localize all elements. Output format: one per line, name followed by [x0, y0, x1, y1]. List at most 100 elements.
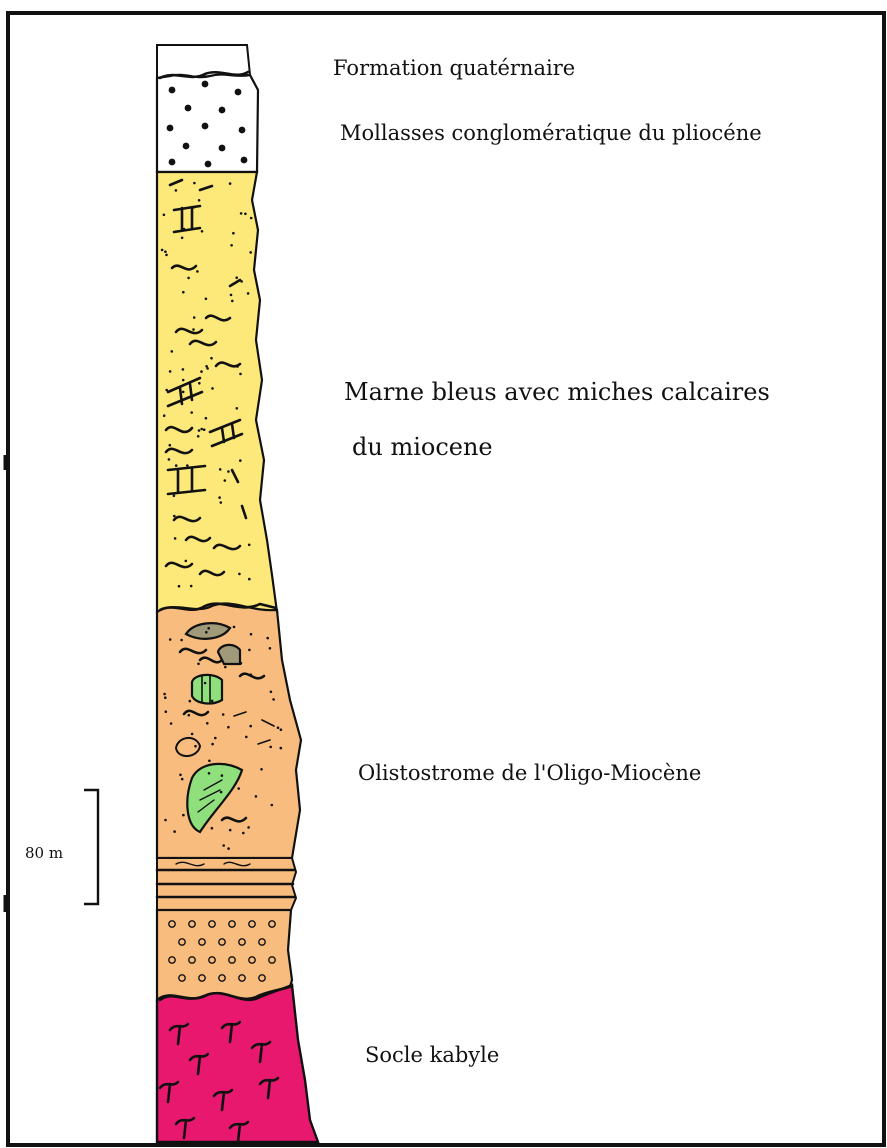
sand-dot: [227, 726, 230, 729]
sand-dot: [175, 189, 178, 192]
sand-dot: [271, 804, 274, 807]
sand-dot: [224, 666, 227, 669]
frame-border: [8, 13, 884, 1145]
layer-olistostrome: [157, 604, 301, 858]
sand-dot: [269, 647, 272, 650]
sand-dot: [164, 250, 167, 253]
pebble-dot: [219, 145, 226, 152]
sand-dot: [190, 585, 193, 588]
sand-dot: [211, 387, 214, 390]
label-quaternary: Formation quatérnaire: [333, 56, 575, 80]
sand-dot: [227, 847, 230, 850]
pebble-dot: [183, 143, 190, 150]
sand-dot: [245, 736, 248, 739]
sand-dot: [163, 214, 166, 217]
sand-dot: [244, 213, 247, 216]
sand-dot: [247, 826, 250, 829]
sand-dot: [193, 206, 196, 209]
sand-dot: [240, 280, 243, 283]
sand-dot: [277, 726, 280, 729]
sand-dot: [173, 830, 176, 833]
sand-dot: [165, 389, 168, 392]
sand-dot: [204, 682, 207, 685]
sand-dot: [280, 728, 283, 731]
scale-label: 80 m: [25, 844, 63, 862]
sand-dot: [169, 638, 172, 641]
sand-dot: [190, 411, 193, 414]
sand-dot: [205, 631, 208, 634]
sand-dot: [198, 382, 201, 385]
sand-dot: [200, 370, 203, 373]
pebble-dot: [185, 105, 192, 112]
pebble-dot: [239, 127, 246, 134]
sand-dot: [218, 496, 221, 499]
sand-dot: [232, 232, 235, 235]
sand-dot: [270, 691, 273, 694]
sand-dot: [191, 733, 194, 736]
layer-olistostrome-base: [157, 910, 292, 1000]
sand-dot: [211, 700, 214, 703]
label-miocene-line1: Marne bleus avec miches calcaires: [344, 378, 770, 406]
sand-dot: [280, 747, 283, 750]
sand-dot: [169, 370, 172, 373]
sand-dot: [189, 700, 192, 703]
sand-dot: [249, 251, 252, 254]
sand-dot: [165, 254, 168, 257]
sand-dot: [220, 791, 223, 794]
pebble-dot: [219, 107, 226, 114]
sand-dot: [211, 743, 214, 746]
sand-dot: [210, 357, 213, 360]
sand-dot: [230, 244, 233, 247]
sand-dot: [170, 722, 173, 725]
label-miocene-line2: du miocene: [352, 433, 493, 461]
lithologic-column: [157, 45, 318, 1142]
sand-dot: [214, 737, 217, 740]
sand-dot: [248, 578, 251, 581]
sand-dot: [269, 746, 272, 749]
pebble-dot: [169, 159, 176, 166]
pebble-dot: [167, 125, 174, 132]
sand-dot: [188, 714, 191, 717]
sand-dot: [163, 693, 166, 696]
sand-dot: [230, 294, 233, 297]
olistolith-green: [192, 675, 222, 704]
sand-dot: [208, 772, 211, 775]
sand-dot: [255, 795, 258, 798]
sand-dot: [237, 787, 240, 790]
sand-dot: [227, 470, 230, 473]
sand-dot: [168, 458, 171, 461]
sand-dot: [207, 627, 210, 630]
sand-dot: [178, 585, 181, 588]
sand-dot: [182, 814, 185, 817]
sand-dot: [240, 212, 243, 215]
sand-dot: [165, 710, 168, 713]
sand-dot: [247, 292, 250, 295]
sand-dot: [222, 713, 225, 716]
sand-dot: [249, 725, 252, 728]
sand-dot: [206, 722, 209, 725]
layer-socle: [157, 985, 318, 1142]
pebble-dot: [202, 123, 209, 130]
sand-dot: [175, 464, 178, 467]
sand-dot: [192, 328, 195, 331]
sand-dot: [235, 276, 238, 279]
sand-dot: [185, 560, 188, 563]
sand-dot: [231, 300, 234, 303]
sand-dot: [229, 182, 232, 185]
sand-dot: [194, 745, 197, 748]
sand-dot: [240, 662, 243, 665]
sand-dot: [205, 417, 208, 420]
sand-dot: [198, 429, 201, 432]
pebble-dot: [205, 161, 212, 168]
sand-dot: [222, 844, 225, 847]
sand-dot: [242, 832, 245, 835]
sand-dot: [224, 479, 227, 482]
sand-dot: [196, 270, 199, 273]
sand-dot: [200, 428, 203, 431]
scale-bar: 80 m: [25, 790, 98, 904]
sand-dot: [198, 199, 201, 202]
sand-dot: [208, 760, 211, 763]
label-socle: Socle kabyle: [365, 1043, 499, 1067]
sand-dot: [219, 468, 222, 471]
